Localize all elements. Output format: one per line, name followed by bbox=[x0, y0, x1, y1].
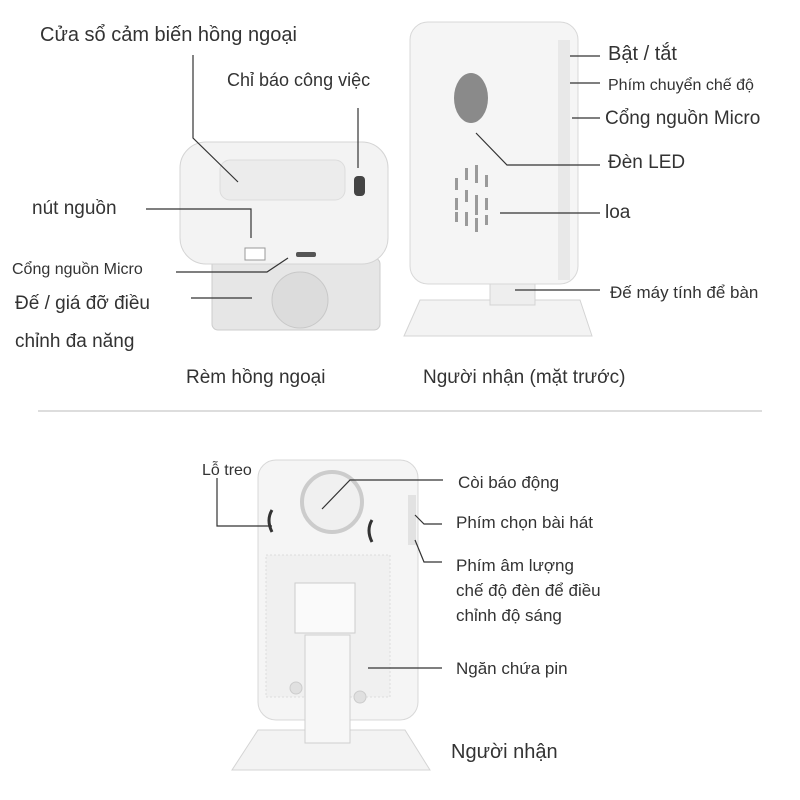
label-volume-line2: chế độ đèn để điều bbox=[456, 581, 601, 600]
caption-ir-sensor: Rèm hồng ngoại bbox=[186, 367, 326, 388]
ir-sensor-device bbox=[179, 141, 389, 331]
label-mount-line2: chỉnh đa năng bbox=[15, 331, 135, 352]
receiver-back-device bbox=[231, 459, 431, 771]
power-switch-icon bbox=[244, 247, 266, 261]
label-ir-window: Cửa sổ cảm biến hồng ngoại bbox=[40, 24, 297, 46]
hang-hole-icon bbox=[367, 519, 374, 543]
receiver-front-device bbox=[403, 21, 593, 337]
label-speaker: loa bbox=[605, 202, 631, 223]
siren-icon bbox=[300, 470, 364, 534]
label-on-off: Bật / tắt bbox=[608, 43, 677, 65]
indicator-light-icon bbox=[354, 176, 365, 196]
label-led: Đèn LED bbox=[608, 152, 686, 173]
label-sensor-micro-port: Cổng nguồn Micro bbox=[12, 261, 143, 278]
label-hang-hole: Lỗ treo bbox=[202, 462, 252, 479]
label-mode-key: Phím chuyển chế độ bbox=[608, 77, 754, 94]
speaker-grill-icon bbox=[455, 165, 488, 232]
label-front-micro-port: Cổng nguồn Micro bbox=[605, 108, 761, 129]
caption-receiver-back: Người nhận bbox=[451, 741, 558, 763]
hang-hole-icon bbox=[267, 509, 274, 533]
product-sticker bbox=[294, 582, 356, 634]
stand-arm bbox=[304, 634, 351, 744]
label-siren: Còi báo động bbox=[458, 473, 560, 492]
caption-receiver-front: Người nhận (mặt trước) bbox=[423, 367, 626, 388]
label-desk-stand: Đế máy tính để bàn bbox=[610, 283, 759, 302]
label-volume-line1: Phím âm lượng bbox=[456, 556, 574, 575]
label-mount-line1: Đế / giá đỡ điều bbox=[15, 293, 150, 314]
label-work-indicator: Chỉ báo công việc bbox=[227, 70, 371, 90]
leader-lines bbox=[146, 55, 600, 669]
label-battery: Ngăn chứa pin bbox=[456, 659, 568, 678]
micro-usb-port-icon bbox=[296, 252, 316, 257]
label-song-key: Phím chọn bài hát bbox=[456, 513, 594, 532]
led-icon bbox=[454, 73, 488, 123]
label-volume-line3: chỉnh độ sáng bbox=[456, 606, 562, 625]
label-power-button: nút nguồn bbox=[32, 198, 117, 219]
